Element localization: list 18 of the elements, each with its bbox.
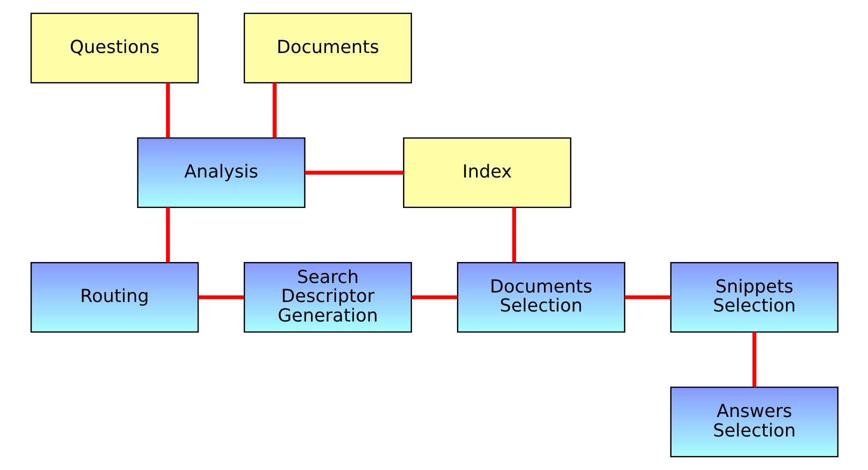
connector — [198, 295, 244, 300]
node-box: Index — [402, 137, 571, 208]
node-box: Analysis — [136, 137, 305, 208]
connector — [272, 82, 276, 138]
node-box: Search Descriptor Generation — [243, 262, 412, 333]
node-box: Snippets Selection — [670, 262, 838, 333]
node-box: Routing — [30, 262, 198, 333]
connector — [512, 207, 516, 262]
connector — [411, 295, 457, 300]
connector — [166, 82, 170, 138]
connector — [304, 170, 403, 175]
connector — [752, 332, 756, 387]
connector — [624, 295, 670, 300]
connector — [166, 207, 170, 262]
node-box: Documents — [243, 12, 412, 84]
node-box: Questions — [30, 12, 198, 84]
node-box: Answers Selection — [670, 386, 838, 458]
node-box: Documents Selection — [456, 262, 625, 333]
